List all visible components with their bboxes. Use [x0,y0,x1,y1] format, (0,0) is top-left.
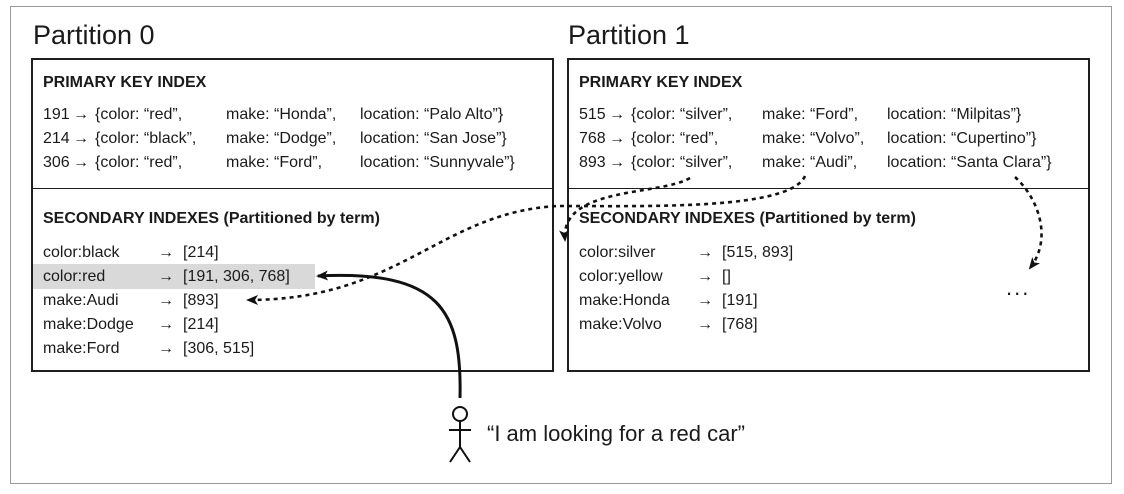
arrow-glyph: → [73,106,89,123]
record-color: {color: “black”, [95,130,197,147]
index-ids: [214] [183,244,219,261]
index-term: make:Honda [579,292,670,309]
index-ids: [306, 515] [183,340,255,357]
arrow-glyph: → [73,154,89,171]
figure-frame [10,6,1112,484]
record-make: make: “Dodge”, [226,130,337,147]
record-location: location: “San Jose”} [360,130,507,147]
record-location: location: “Santa Clara”} [887,154,1052,171]
index-term: color:silver [579,244,656,261]
partition-0-title: Partition 0 [33,20,155,50]
record-color: {color: “red”, [95,106,183,123]
index-term: make:Ford [43,340,120,357]
arrow-glyph: → [158,268,174,285]
index-ids: [893] [183,292,219,309]
arrow-glyph: → [697,316,713,333]
arrow-glyph: → [697,292,713,309]
index-divider [569,188,1088,189]
record-key: 893 [579,154,606,171]
record-key: 214 [43,130,70,147]
record-make: make: “Honda”, [226,106,337,123]
record-make: make: “Audi”, [762,154,858,171]
partition-1-primary-header: PRIMARY KEY INDEX [579,74,743,91]
record-make: make: “Volvo”, [762,130,865,147]
record-key: 768 [579,130,606,147]
record-location: location: “Sunnyvale”} [360,154,515,171]
index-term: make:Volvo [579,316,662,333]
record-color: {color: “red”, [95,154,183,171]
arrow-glyph: → [697,268,713,285]
arrow-glyph: → [158,316,174,333]
arrow-glyph: → [158,340,174,357]
index-ids: [191, 306, 768] [183,268,290,285]
partition-1-title: Partition 1 [568,20,690,50]
partition-1-panel: PRIMARY KEY INDEX 515 → {color: “silver”… [567,58,1090,372]
index-term: color:yellow [579,268,663,285]
index-ids: [] [722,268,731,285]
record-color: {color: “silver”, [631,106,733,123]
record-key: 306 [43,154,70,171]
index-term: make:Dodge [43,316,134,333]
partition-0-secondary-header: SECONDARY INDEXES (Partitioned by term) [43,210,380,227]
arrow-glyph: → [609,130,625,147]
partition-0-panel: PRIMARY KEY INDEX 191 → {color: “red”, m… [31,58,554,372]
index-term: color:red [43,268,106,285]
arrow-glyph: → [609,106,625,123]
index-ids: [214] [183,316,219,333]
arrow-glyph: → [697,244,713,261]
index-ids: [191] [722,292,758,309]
record-key: 515 [579,106,606,123]
arrow-glyph: → [158,244,174,261]
arrow-glyph: → [73,130,89,147]
record-make: make: “Ford”, [762,106,859,123]
record-location: location: “Cupertino”} [887,130,1037,147]
query-caption: “I am looking for a red car” [487,421,745,446]
arrow-glyph: → [609,154,625,171]
record-color: {color: “silver”, [631,154,733,171]
index-ids: [768] [722,316,758,333]
index-term: color:black [43,244,120,261]
arrow-glyph: → [158,292,174,309]
index-divider [33,188,552,189]
record-location: location: “Milpitas”} [887,106,1022,123]
index-term: make:Audi [43,292,119,309]
continuation-ellipsis: ... [1006,275,1031,300]
record-color: {color: “red”, [631,130,719,147]
record-key: 191 [43,106,70,123]
record-location: location: “Palo Alto”} [360,106,504,123]
index-ids: [515, 893] [722,244,794,261]
partition-0-primary-header: PRIMARY KEY INDEX [43,74,207,91]
partition-1-secondary-header: SECONDARY INDEXES (Partitioned by term) [579,210,916,227]
record-make: make: “Ford”, [226,154,323,171]
